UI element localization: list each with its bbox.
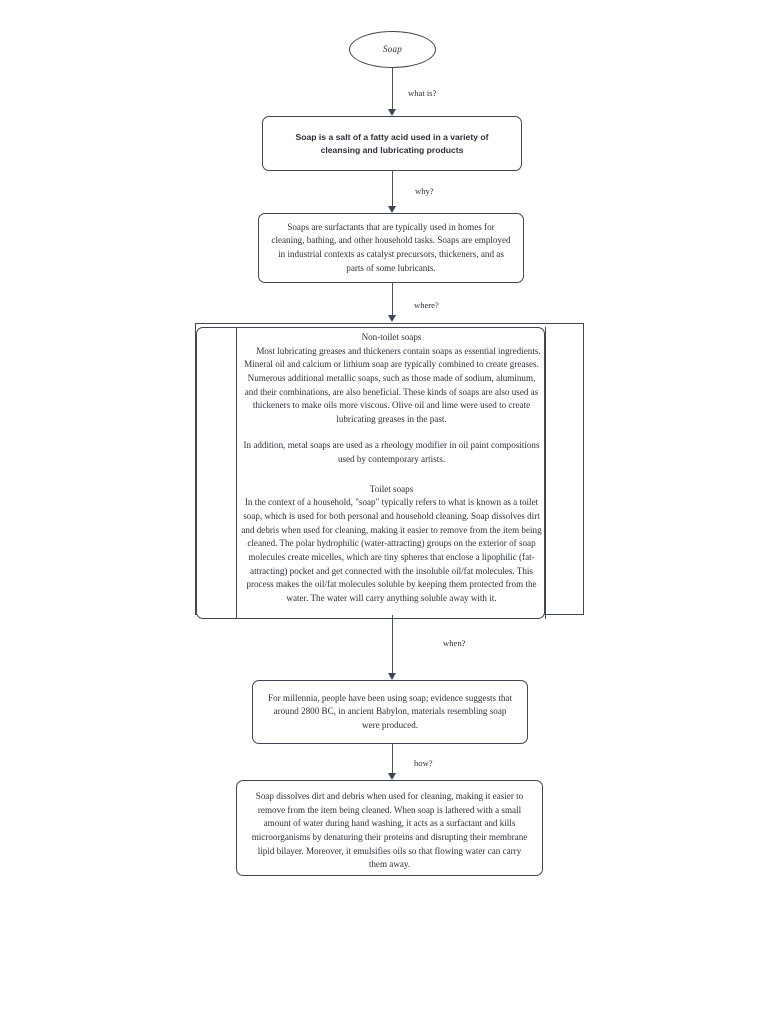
edge-label-why: why? [415,186,434,196]
edge-arrowhead-where [388,315,396,322]
node-definition[interactable]: Soap is a salt of a fatty acid used in a… [262,116,522,171]
node-when[interactable]: For millennia, people have been using so… [252,680,528,744]
edge-label-what-is: what is? [408,88,437,98]
edge-label-when: when? [443,638,466,648]
node-when-text: For millennia, people have been using so… [268,692,512,730]
edge-arrowhead-when [388,673,396,680]
edge-line-when [392,615,393,674]
where-section1-body: Most lubricating greases and thickeners … [244,345,541,424]
node-how-text: Soap dissolves dirt and debris when used… [251,791,528,870]
where-section2-body: In the context of a household, "soap" ty… [241,497,542,603]
edge-arrowhead-what-is [388,109,396,116]
edge-line-where [392,283,393,316]
where-spacer-1 [240,426,543,439]
where-section1-heading: Non-toilet soaps [361,332,422,342]
where-section2-heading: Toilet soaps [369,483,414,494]
edge-label-how: how? [414,758,433,768]
node-why[interactable]: Soaps are surfactants that are typically… [258,213,524,283]
edge-line-how [392,744,393,774]
node-how[interactable]: Soap dissolves dirt and debris when used… [236,780,543,876]
edge-line-what-is [392,68,393,110]
edge-line-why [392,171,393,207]
node-where-content: Non-toilet soaps Most lubricating grease… [240,331,543,606]
node-why-text: Soaps are surfactants that are typically… [271,221,511,273]
edge-arrowhead-why [388,206,396,213]
where-spacer-2 [240,467,543,483]
where-divider-left [236,327,237,619]
edge-arrowhead-how [388,773,396,780]
edge-label-where: where? [414,300,439,310]
node-start-label: Soap [382,44,403,55]
node-where-inner-frame[interactable] [196,327,545,619]
where-divider-right [545,327,546,619]
node-definition-text: Soap is a salt of a fatty acid used in a… [295,131,489,155]
node-start-soap[interactable]: Soap [349,31,436,68]
where-section1-note: In addition, metal soaps are used as a r… [243,440,540,465]
